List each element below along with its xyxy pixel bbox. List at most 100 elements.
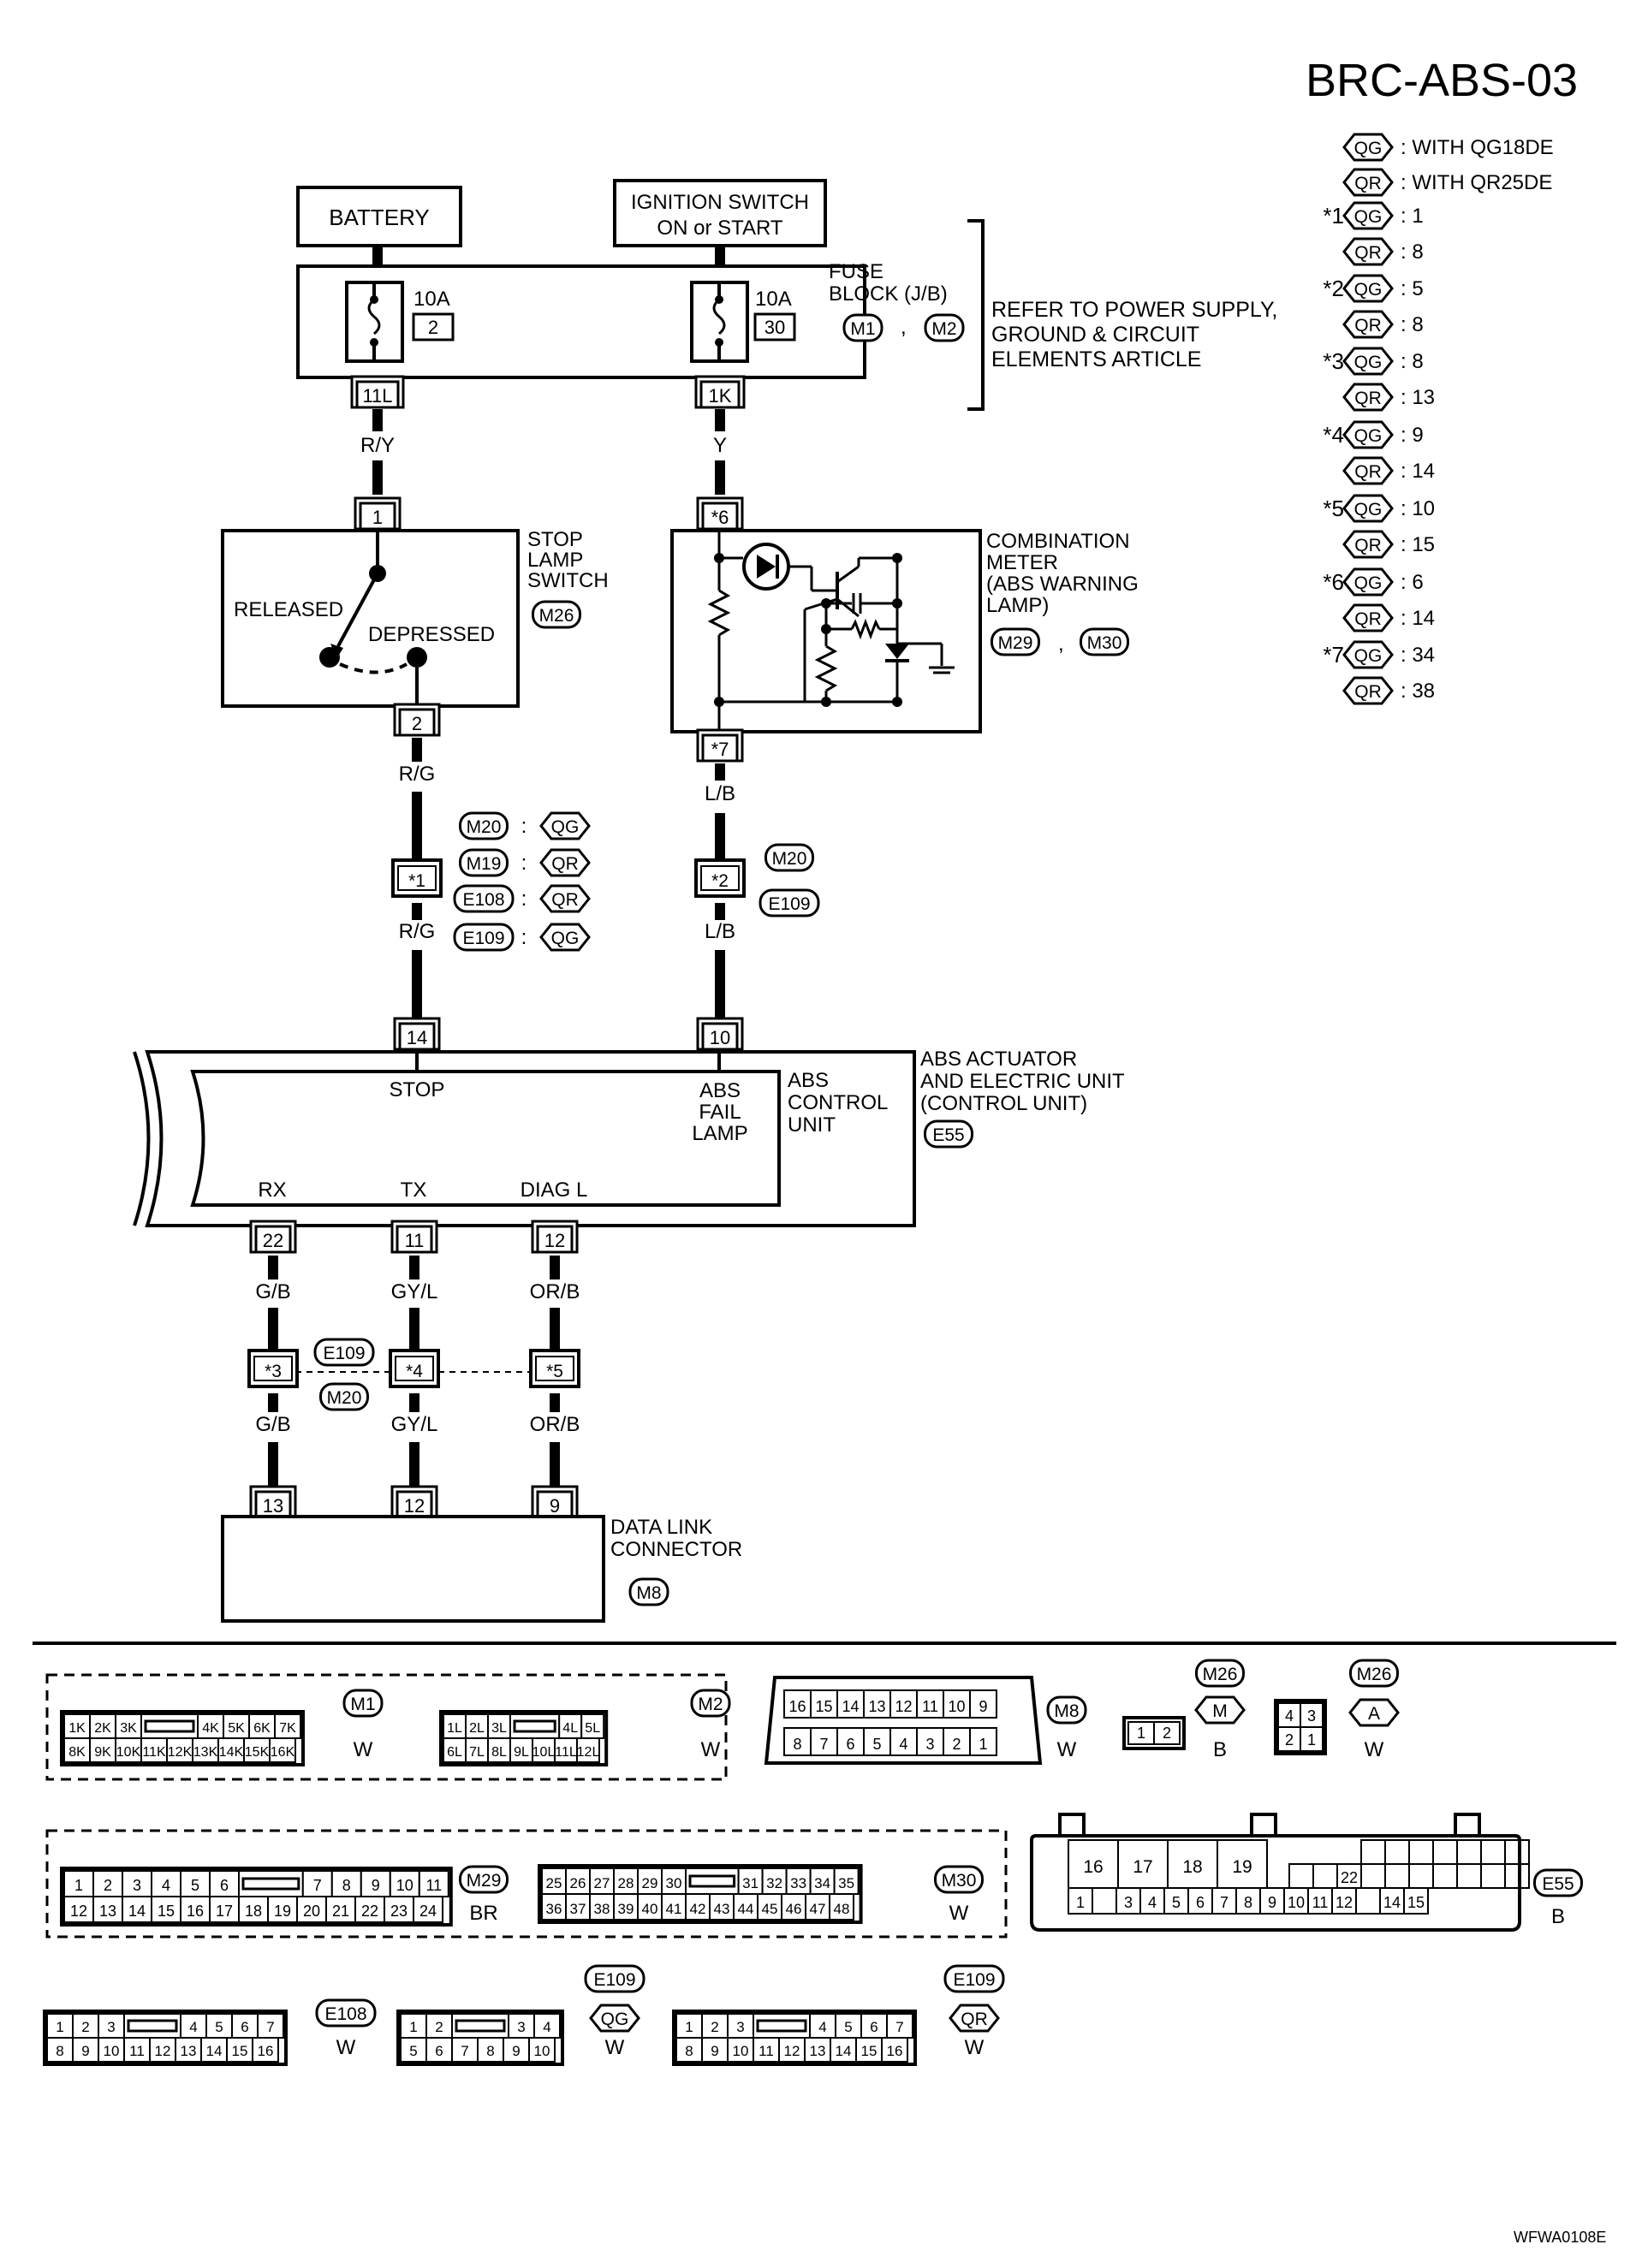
terminal-label: 14	[128, 1903, 146, 1920]
terminal-label: 7	[1220, 1894, 1229, 1911]
meter-joint-connector-m20: M20	[764, 843, 814, 872]
joint-ref-connector: M20	[467, 817, 502, 837]
terminal-label: 6L	[447, 1745, 462, 1760]
terminal-label: 7	[819, 1736, 828, 1753]
wire-rg-bottom-label: R/G	[399, 920, 436, 943]
pin-note-qr: : 15	[1401, 533, 1435, 556]
pin-note-qg: : 6	[1401, 571, 1424, 594]
connector-m2-tag: M2	[931, 319, 956, 339]
abs-actuator-unit	[133, 1050, 916, 1227]
terminal-label: 16	[187, 1903, 204, 1920]
joint-ref-colon: :	[521, 888, 527, 911]
pin-9: 9	[550, 1495, 560, 1517]
abs-pin-12: 12	[531, 1220, 579, 1254]
terminal-label: 3K	[120, 1721, 137, 1736]
terminal-label: 5	[844, 2019, 852, 2035]
data-link-pin-12: 12	[390, 1485, 438, 1519]
connector-color: W	[1365, 1738, 1384, 1761]
terminal-label: 10	[1288, 1894, 1305, 1911]
refer-label-2: GROUND & CIRCUIT	[991, 323, 1199, 347]
terminal-label: 1	[56, 2019, 63, 2035]
page-title: BRC-ABS-03	[1306, 55, 1578, 106]
abs-rx-label: RX	[258, 1179, 286, 1202]
connector-id: M30	[942, 1871, 977, 1891]
terminal-label: 15	[1407, 1894, 1425, 1911]
terminal-label: 4	[162, 1877, 170, 1894]
meter-label-3: (ABS WARNING	[986, 573, 1139, 596]
data-link-pin-9: 9	[531, 1485, 579, 1519]
wire-lb-top-label: L/B	[705, 782, 735, 805]
wire-rg-top-label: R/G	[399, 763, 436, 786]
terminal-label: 7	[461, 2043, 468, 2059]
terminal-label: 14	[836, 2043, 852, 2059]
terminal-label: 22	[361, 1903, 378, 1920]
terminal-label: 4	[818, 2019, 826, 2035]
terminal-label: 9	[512, 2043, 520, 2059]
terminal-label: 5	[191, 1877, 199, 1894]
terminal-label: 1L	[447, 1721, 462, 1736]
terminal-label: 32	[766, 1875, 782, 1891]
terminal-label: 11	[1312, 1894, 1329, 1911]
connector-color: B	[1213, 1738, 1227, 1761]
joint-ref-colon: :	[521, 815, 527, 838]
terminal-label: 19	[274, 1903, 291, 1920]
terminal-label: 10	[948, 1698, 965, 1715]
meter-connector-m30: M30	[1080, 627, 1129, 656]
terminal-label: 5	[409, 2043, 417, 2059]
terminal-label: 30	[666, 1875, 682, 1891]
wire-diag-bottom-label: OR/B	[530, 1413, 580, 1436]
qg-legend-text: : WITH QG18DE	[1401, 136, 1554, 159]
joint-pin-2: *2	[711, 871, 729, 891]
terminal-label: 13	[868, 1698, 885, 1715]
terminal-label: 42	[690, 1901, 706, 1917]
terminal-label: 26	[570, 1875, 586, 1891]
terminal-label: 6	[435, 2043, 443, 2059]
abs-pin-11: 11	[390, 1220, 438, 1254]
variant-tag: A	[1368, 1704, 1380, 1724]
fuse-a-number: 2	[428, 317, 438, 338]
terminal-label: 1	[685, 2019, 693, 2035]
wire-rx-bottom-label: G/B	[255, 1413, 290, 1436]
terminal-label: 1K	[68, 1721, 86, 1736]
connector-m8-tag: M8	[636, 1583, 661, 1603]
terminal-label: 6	[220, 1877, 229, 1894]
terminal-label: 2	[1163, 1725, 1171, 1742]
terminal-label: 7L	[469, 1745, 485, 1760]
terminal-label: 12	[155, 2043, 171, 2059]
fuse-block-label-1: FUSE	[829, 260, 883, 283]
terminal-label: 2	[81, 2019, 89, 2035]
terminal-label: 10L	[532, 1745, 556, 1760]
meter-pin-7: *7	[696, 728, 744, 763]
terminal-label: 4L	[562, 1721, 578, 1736]
pin-note-qr: : 14	[1401, 460, 1435, 483]
terminal-label: 11	[922, 1698, 938, 1715]
pin-1k: 1K	[709, 385, 732, 407]
terminal-label: 9	[81, 2043, 89, 2059]
qg-variant-tag: QG	[1354, 426, 1383, 446]
terminal-label: 15	[232, 2043, 248, 2059]
terminal-label: 7	[313, 1877, 322, 1894]
terminal-label: 4	[543, 2019, 550, 2035]
abs-fail-label-1: ABS	[699, 1079, 741, 1102]
connector-color: W	[949, 1902, 969, 1925]
abs-fail-label-3: LAMP	[692, 1122, 747, 1145]
connector-id: M8	[1054, 1701, 1079, 1721]
terminal-label: 1	[1137, 1725, 1145, 1742]
terminal-label: 18	[1182, 1857, 1202, 1877]
pin-note-mark: *4	[1323, 422, 1344, 448]
stop-lamp-switch: RELEASED DEPRESSED	[221, 529, 520, 708]
terminal-label: 11K	[142, 1745, 166, 1760]
wire-rx-top-label: G/B	[255, 1280, 290, 1303]
pin-note-qg: : 9	[1401, 424, 1424, 447]
pin-note-mark: *3	[1323, 348, 1344, 374]
battery-box: BATTERY	[296, 186, 462, 247]
qr-variant-tag: QR	[1354, 536, 1382, 555]
terminal-label: 5	[1172, 1894, 1181, 1911]
terminal-label: 19	[1232, 1857, 1252, 1877]
terminal-label: 3	[133, 1877, 141, 1894]
data-link-joint-tx: *4	[389, 1349, 440, 1388]
